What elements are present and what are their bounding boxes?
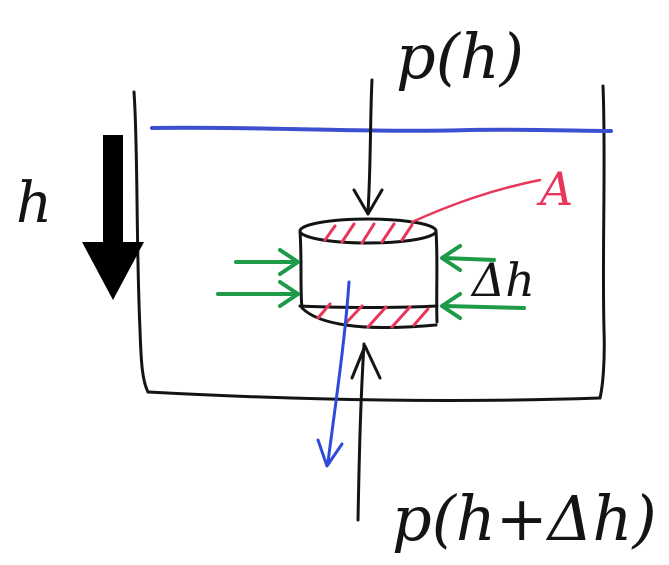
- depth-arrow-head: [82, 242, 144, 300]
- bottom-pressure-arrowhead: [350, 344, 382, 380]
- depth-arrow-shaft: [103, 135, 123, 245]
- bottom-pressure-arrow: [356, 342, 366, 522]
- label-p-h: p(h): [396, 20, 524, 93]
- bottom-area-hatching: [316, 302, 430, 329]
- weight-arrowhead: [316, 438, 344, 468]
- left-side-arrows: [216, 248, 300, 308]
- label-depth-h: h: [16, 171, 52, 236]
- top-area-hatching: [323, 222, 414, 245]
- top-pressure-arrowhead: [352, 188, 384, 216]
- cylinder-left-side: [298, 229, 304, 310]
- tank-left-wall: [132, 90, 150, 394]
- cylinder-bottom: [298, 304, 439, 309]
- label-p-h-dh: p(h+Δh): [392, 482, 657, 555]
- tank-right-wall: [598, 84, 606, 400]
- label-delta-h: Δh: [470, 253, 535, 307]
- weight-arrow: [326, 280, 351, 464]
- cylinder-right-side: [434, 229, 439, 324]
- top-pressure-arrow: [366, 78, 374, 214]
- label-area: A: [536, 162, 573, 216]
- water-surface-line: [150, 125, 613, 133]
- tank-bottom: [146, 390, 602, 402]
- area-pointer-line: [410, 178, 542, 224]
- right-side-arrows: [440, 244, 526, 320]
